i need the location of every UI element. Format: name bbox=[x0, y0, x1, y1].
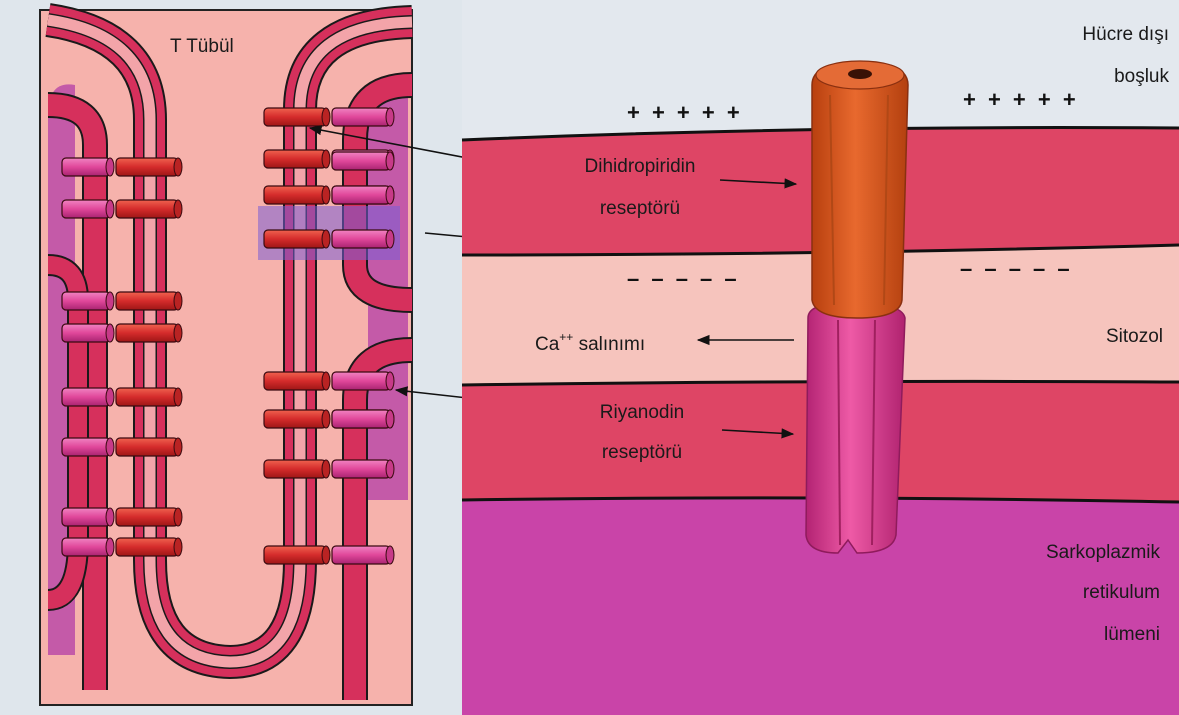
ryanodine-cylinder bbox=[62, 508, 114, 526]
dhp-cylinder bbox=[116, 292, 182, 310]
dhp-cylinder bbox=[116, 438, 182, 456]
negative-charges-left: – – – – – bbox=[627, 266, 740, 291]
extracellular-label-1: Hücre dışı bbox=[1082, 24, 1169, 45]
ryanodine-receptor bbox=[806, 304, 905, 553]
dhp-label-1: Dihidropiridin bbox=[585, 156, 696, 177]
cytosol-label: Sitozol bbox=[1106, 326, 1163, 347]
ryanodine-cylinder bbox=[62, 324, 114, 342]
sr-lumen-label-3: lümeni bbox=[1104, 624, 1160, 645]
dhp-cylinder bbox=[116, 508, 182, 526]
dhp-cylinder bbox=[264, 460, 330, 478]
t-tubule-label: T Tübül bbox=[170, 36, 234, 57]
sr-lumen-label-2: retikulum bbox=[1083, 582, 1160, 603]
ryr-label-1: Riyanodin bbox=[600, 402, 685, 423]
dhp-label-2: reseptörü bbox=[600, 198, 680, 219]
t-tubule-panel: T Tübül bbox=[40, 10, 412, 705]
dhp-cylinder bbox=[264, 410, 330, 428]
ryanodine-cylinder bbox=[332, 410, 394, 428]
dhp-cylinder bbox=[264, 108, 330, 126]
ryanodine-cylinder bbox=[332, 230, 394, 248]
ryanodine-cylinder bbox=[332, 186, 394, 204]
ryanodine-cylinder bbox=[62, 538, 114, 556]
positive-charges-left: + + + + + bbox=[627, 100, 743, 125]
dhp-cylinder bbox=[264, 372, 330, 390]
dhp-cylinder bbox=[264, 230, 330, 248]
ryanodine-cylinder bbox=[332, 108, 394, 126]
negative-charges-right: – – – – – bbox=[960, 256, 1073, 281]
dhp-cylinder bbox=[264, 546, 330, 564]
ryanodine-cylinder bbox=[62, 292, 114, 310]
ryanodine-cylinder bbox=[62, 200, 114, 218]
ryanodine-cylinder bbox=[62, 388, 114, 406]
dhp-cylinder bbox=[116, 538, 182, 556]
ryanodine-cylinder bbox=[332, 546, 394, 564]
extracellular-label-2: boşluk bbox=[1114, 66, 1169, 87]
dhp-cylinder bbox=[116, 324, 182, 342]
dhp-cylinder bbox=[264, 150, 330, 168]
ryanodine-cylinder bbox=[62, 438, 114, 456]
positive-charges-right: + + + + + bbox=[963, 87, 1079, 112]
dhp-cylinder bbox=[264, 186, 330, 204]
ca-release-label: Ca++ salınımı bbox=[535, 330, 645, 355]
dhp-cylinder bbox=[116, 158, 182, 176]
ryr-label-2: reseptörü bbox=[602, 442, 682, 463]
ryanodine-cylinder bbox=[332, 372, 394, 390]
ryanodine-cylinder bbox=[62, 158, 114, 176]
ryanodine-cylinder bbox=[332, 460, 394, 478]
sr-lumen-label-1: Sarkoplazmik bbox=[1046, 542, 1161, 563]
ryanodine-cylinder bbox=[332, 152, 394, 170]
membrane-panel: Hücre dışı boşluk + + + + + + + + + + – … bbox=[462, 0, 1179, 715]
dhp-cylinder bbox=[116, 200, 182, 218]
dihydropyridine-receptor bbox=[812, 61, 908, 318]
dhp-cylinder bbox=[116, 388, 182, 406]
